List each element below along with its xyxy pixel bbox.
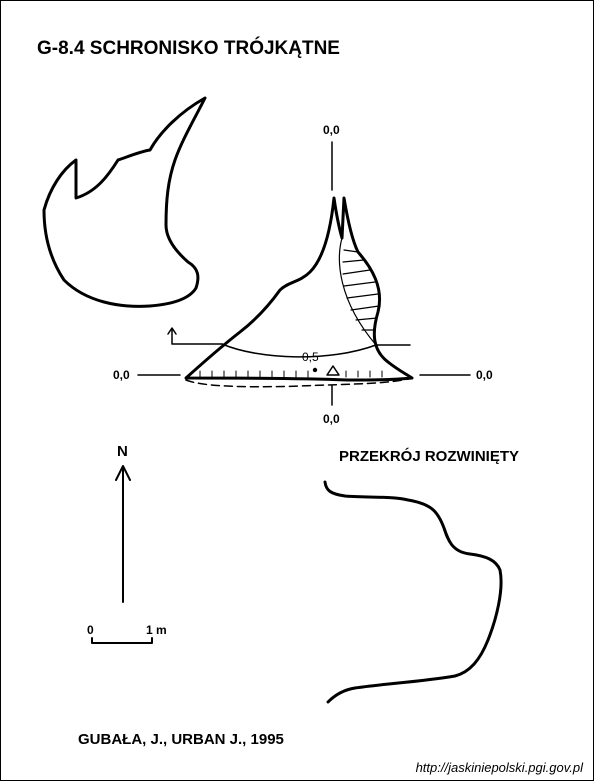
source-url: http://jaskiniepolski.pgi.gov.pl (416, 760, 585, 775)
authors-credit: GUBAŁA, J., URBAN J., 1995 (78, 731, 284, 748)
datum-label-left: 0,0 (113, 368, 130, 382)
cave-plan-outline (184, 196, 414, 382)
rock-slope-boundary (338, 237, 377, 346)
datum-label-right: 0,0 (476, 368, 493, 382)
datum-label-top: 0,0 (323, 123, 340, 137)
dripline (221, 343, 377, 358)
rock-slope-hatching (342, 249, 380, 331)
section-line-left (171, 329, 223, 345)
section-arrow-icon (167, 327, 177, 335)
cross-section-outline (42, 96, 207, 308)
map-title: G-8.4 SCHRONISKO TRÓJKĄTNE (37, 37, 340, 59)
datum-label-bottom: 0,0 (323, 412, 340, 426)
north-arrow-icon (115, 465, 131, 481)
depth-label: 0,5 (302, 350, 319, 364)
entrance-threshold-ticks (199, 370, 383, 378)
section-title: PRZEKRÓJ ROZWINIĘTY (339, 447, 519, 465)
north-label: N (117, 443, 128, 460)
scale-zero-label: 0 (87, 623, 94, 637)
scale-one-label: 1 m (146, 623, 167, 637)
dashed-boundary (185, 377, 413, 388)
survey-station-icon (326, 365, 340, 376)
developed-section-profile (323, 480, 503, 704)
scale-bar (91, 637, 153, 644)
depth-point-icon (312, 367, 318, 373)
